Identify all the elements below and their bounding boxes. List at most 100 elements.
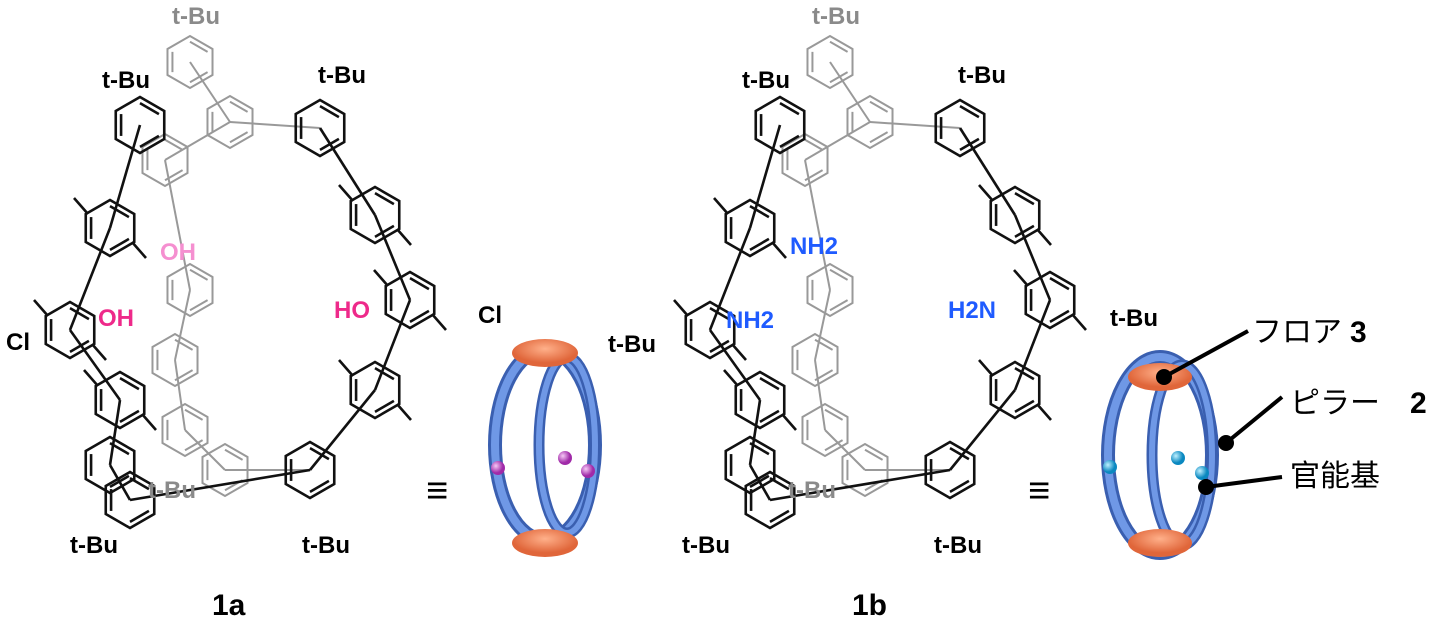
double-bond bbox=[69, 307, 90, 321]
benzene-ring bbox=[141, 132, 189, 188]
bond bbox=[164, 159, 191, 291]
nh2-label: NH2 bbox=[726, 307, 774, 334]
bond bbox=[373, 214, 412, 301]
double-bond bbox=[959, 105, 980, 119]
double-bond bbox=[189, 268, 209, 281]
ho-label: HO bbox=[334, 297, 370, 324]
bond bbox=[781, 413, 797, 431]
benzene-ring bbox=[734, 370, 786, 430]
bond bbox=[108, 124, 142, 229]
tbu-label: t-Bu bbox=[742, 67, 790, 94]
double-bond bbox=[829, 40, 849, 53]
tbu-label: t-Bu bbox=[958, 62, 1006, 89]
bond bbox=[814, 289, 831, 361]
double-bond bbox=[319, 137, 340, 151]
benzene-ring bbox=[349, 185, 401, 245]
bond bbox=[373, 299, 412, 391]
benzene-ring bbox=[104, 470, 156, 530]
h2n-label: H2N bbox=[948, 297, 996, 324]
double-bond bbox=[229, 100, 249, 113]
bond bbox=[184, 429, 226, 471]
equivalence-sign: ≡ bbox=[1028, 470, 1050, 512]
bond bbox=[829, 61, 871, 123]
functional-group-dot bbox=[558, 451, 572, 465]
bond bbox=[1071, 313, 1087, 331]
double-bond bbox=[409, 309, 430, 323]
double-bond bbox=[139, 102, 160, 116]
bond bbox=[73, 197, 89, 215]
double-bond bbox=[829, 268, 849, 281]
labels-1b: t-Bu t-Bu t-Bu t-Bu t-Bu t-Bu t-Bu t-Bu … bbox=[608, 3, 1158, 622]
bond bbox=[373, 269, 389, 287]
benzene-ring bbox=[846, 94, 894, 150]
functional-group-label: 官能基 bbox=[1290, 459, 1380, 494]
double-bond bbox=[949, 479, 970, 493]
bond bbox=[91, 343, 107, 361]
benzene-ring bbox=[1024, 270, 1076, 330]
floor-number: 3 bbox=[1350, 316, 1367, 349]
double-bond bbox=[129, 477, 150, 491]
bond bbox=[1013, 269, 1029, 287]
double-bond bbox=[184, 439, 204, 452]
bond bbox=[1013, 214, 1052, 301]
annotation-pillar: ピラー 2 bbox=[1290, 386, 1427, 421]
tbu-label: t-Bu bbox=[812, 3, 860, 30]
double-bond bbox=[109, 442, 130, 456]
double-bond bbox=[814, 338, 834, 351]
double-bond bbox=[769, 477, 790, 491]
bond bbox=[978, 184, 994, 202]
benzene-ring bbox=[744, 470, 796, 530]
floor-label: フロア bbox=[1252, 315, 1342, 350]
double-bond bbox=[779, 102, 800, 116]
tbu-label: t-Bu bbox=[1110, 305, 1158, 332]
double-bond bbox=[184, 408, 204, 421]
molecule-1b bbox=[673, 34, 1087, 530]
double-bond bbox=[374, 367, 395, 381]
bond bbox=[731, 343, 747, 361]
benzene-ring bbox=[84, 198, 136, 258]
double-bond bbox=[709, 339, 730, 353]
tbu-label: t-Bu bbox=[172, 3, 220, 30]
cage-cartoon-1b bbox=[1101, 329, 1284, 560]
double-bond bbox=[824, 439, 844, 452]
pillar-label: ピラー bbox=[1290, 386, 1380, 421]
annotation-floor: フロア 3 bbox=[1252, 315, 1367, 350]
bond bbox=[723, 369, 739, 387]
bond bbox=[338, 184, 354, 202]
bond bbox=[748, 399, 762, 466]
bond bbox=[431, 313, 447, 331]
bond bbox=[164, 121, 231, 161]
double-bond bbox=[779, 134, 800, 148]
tbu-label: t-Bu bbox=[682, 532, 730, 559]
benzene-ring bbox=[806, 262, 854, 318]
double-bond bbox=[814, 369, 834, 382]
double-bond bbox=[759, 409, 780, 423]
double-bond bbox=[1049, 277, 1070, 291]
benzene-ring bbox=[989, 185, 1041, 245]
double-bond bbox=[829, 71, 849, 84]
bond bbox=[131, 241, 147, 259]
benzene-ring bbox=[206, 94, 254, 150]
double-bond bbox=[829, 299, 849, 312]
double-bond bbox=[374, 399, 395, 413]
benzene-ring bbox=[791, 332, 839, 388]
double-bond bbox=[864, 448, 884, 461]
functional-group-dot bbox=[1103, 460, 1117, 474]
cage-cartoon-1a bbox=[488, 339, 602, 557]
double-bond bbox=[129, 509, 150, 523]
bond bbox=[978, 359, 994, 377]
double-bond bbox=[189, 40, 209, 53]
benzene-ring bbox=[754, 95, 806, 155]
double-bond bbox=[709, 307, 730, 321]
bond bbox=[1013, 299, 1052, 391]
bond bbox=[141, 413, 157, 431]
bond bbox=[174, 289, 191, 361]
benzene-ring bbox=[924, 440, 976, 500]
double-bond bbox=[69, 339, 90, 353]
double-bond bbox=[749, 237, 770, 251]
double-bond bbox=[309, 479, 330, 493]
double-bond bbox=[759, 377, 780, 391]
benzene-ring bbox=[166, 262, 214, 318]
double-bond bbox=[374, 224, 395, 238]
nh2-label: NH2 bbox=[790, 233, 838, 260]
